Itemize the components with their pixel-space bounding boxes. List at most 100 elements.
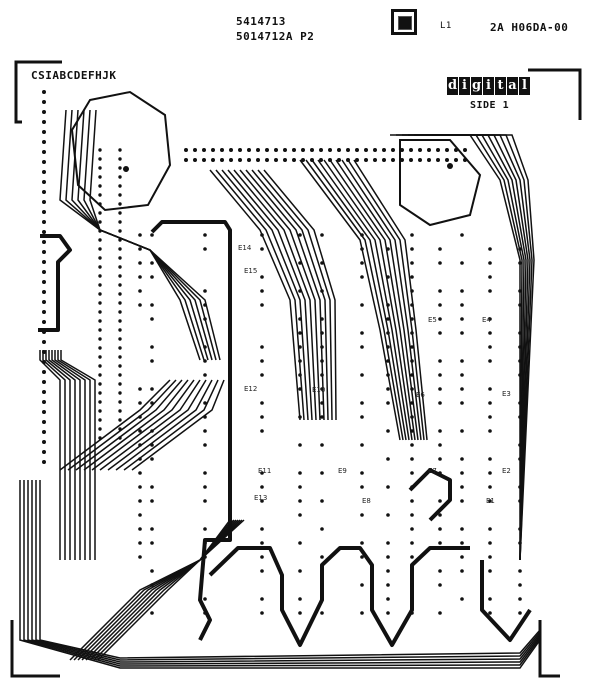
pad [118,265,122,269]
pad [328,158,332,162]
pad [260,555,264,559]
pad [150,611,154,615]
pad [438,499,442,503]
pad [42,130,46,134]
pad [460,373,464,377]
pad [42,240,46,244]
pad [438,541,442,545]
pad [488,527,492,531]
pad [138,233,142,237]
pad [301,158,305,162]
pad [454,158,458,162]
pad [42,300,46,304]
pad [203,247,207,251]
pad [42,330,46,334]
part-number-block: 5414713 5014712A P2 [236,14,314,44]
pad [460,541,464,545]
pad [118,175,122,179]
pad [42,430,46,434]
pad [118,373,122,377]
pad [118,220,122,224]
pad [42,120,46,124]
pad [488,611,492,615]
pad [260,597,264,601]
trace [353,159,428,441]
trace [97,519,245,661]
pad [203,471,207,475]
pad [118,202,122,206]
pad [438,289,442,293]
pad [320,373,324,377]
pad [260,485,264,489]
pad [203,373,207,377]
pad [118,418,122,422]
pad [98,301,102,305]
pad [518,443,522,447]
pad [488,429,492,433]
pad [410,443,414,447]
pad [150,485,154,489]
pad [386,275,390,279]
pad [118,346,122,350]
trace [251,169,329,421]
pad [203,415,207,419]
pad [320,597,324,601]
pad [98,193,102,197]
trace [227,169,313,421]
pad [118,337,122,341]
pad [98,364,102,368]
trace [233,169,317,421]
pad [150,303,154,307]
pad [360,583,364,587]
pad [298,233,302,237]
pad [438,583,442,587]
trace [414,134,529,561]
pad [42,250,46,254]
pad [518,597,522,601]
pad [138,499,142,503]
pad [320,569,324,573]
pad [42,100,46,104]
pad [98,337,102,341]
trace [91,379,195,471]
trace [329,159,416,441]
pad [260,499,264,503]
pad [292,148,296,152]
pad [488,331,492,335]
pad [360,345,364,349]
pad [410,583,414,587]
refdes-label: E13 [254,494,268,502]
pad [42,370,46,374]
pad [488,541,492,545]
pad [518,485,522,489]
pad [298,415,302,419]
pad [138,247,142,251]
pad [460,555,464,559]
pad [42,460,46,464]
pad [460,429,464,433]
pad [138,527,142,531]
pad [463,148,467,152]
pad [298,331,302,335]
pad [150,359,154,363]
trace [221,169,309,421]
pad [260,611,264,615]
pad [298,261,302,265]
pad [460,471,464,475]
trace [83,379,189,471]
pad [229,148,233,152]
pad [298,597,302,601]
pad [360,471,364,475]
pad [118,274,122,278]
trace [89,109,221,361]
pad [42,290,46,294]
pad [138,387,142,391]
pad [438,359,442,363]
pad [42,360,46,364]
pad [400,148,404,152]
pad [410,331,414,335]
pad [382,158,386,162]
pad [98,418,102,422]
refdes-label: E9 [338,467,347,475]
